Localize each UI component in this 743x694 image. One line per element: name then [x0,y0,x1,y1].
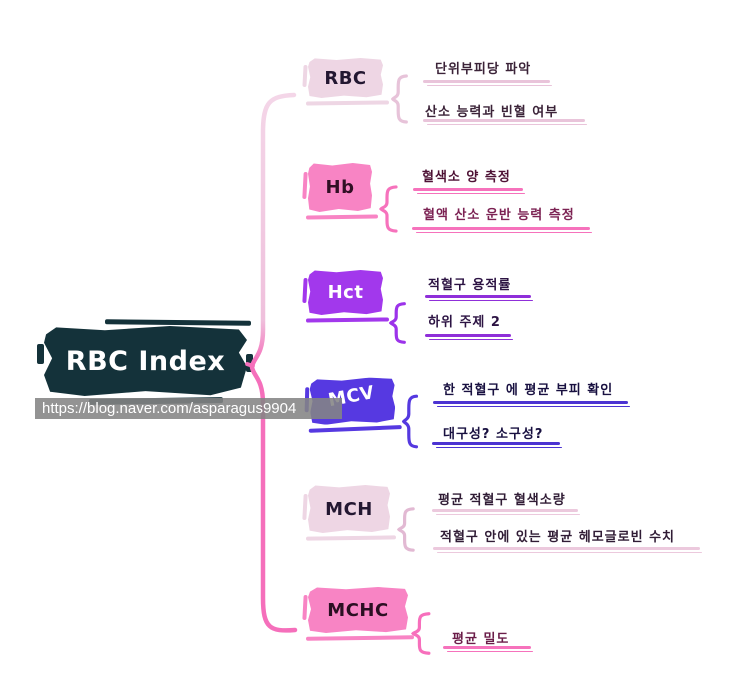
branch-label: MCH [325,498,373,520]
branch-mcv: MCV 한 적혈구 에 평균 부피 확인 대구성? 소구성? [304,375,743,483]
subtopic-text: 적혈구 안에 있는 평균 헤모글로빈 수치 [440,530,675,545]
branch-node-mchc: MCHC [302,587,415,641]
root-node-label: RBC Index [65,345,226,377]
branch-hct: Hct 적혈구 용적률 하위 주제 2 [302,268,743,376]
branch-label: Hct [327,282,364,303]
subtopic-underline [433,401,628,404]
brace-icon [397,507,416,552]
branch-node-hb: Hb [302,163,379,220]
subtopic-text: 적혈구 용적률 [428,278,512,293]
subtopic-underline [425,295,531,298]
subtopic-text: 혈액 산소 운반 능력 측정 [423,208,575,223]
brace-icon [402,394,419,449]
subtopic-underline [432,442,560,445]
marker-streak [104,319,252,326]
branch-node-hct: Hct [302,270,390,323]
subtopic-underline [432,509,578,512]
node-paint [308,485,390,533]
subtopic-underline [423,119,585,122]
watermark-bar: https://blog.naver.com/asparagus9904 [35,398,342,419]
marker-streak [308,425,402,433]
marker-streak [302,278,308,303]
brace-icon [389,302,407,344]
subtopic-text: 평균 밀도 [452,632,510,647]
main-brace-icon [248,90,300,638]
branch-node-mch: MCH [302,485,397,541]
brace-icon [379,185,399,233]
subtopic-underline [433,547,700,550]
marker-streak [302,171,308,199]
branch-mchc: MCHC 평균 밀도 [302,585,743,693]
subtopic-underline [413,188,523,191]
subtopic-text: 한 적혈구 에 평균 부피 확인 [443,383,614,398]
root-node-paint [44,326,247,396]
subtopic-text: 산소 능력과 빈혈 여부 [425,105,559,120]
brace-icon [391,74,409,124]
node-paint [308,58,383,98]
marker-streak [305,635,415,641]
branch-mch: MCH 평균 적혈구 혈색소량 적혈구 안에 있는 평균 헤모글로빈 수치 [302,483,743,591]
branch-label: Hb [325,177,355,198]
marker-streak [302,595,308,621]
branch-label: RBC [324,67,367,89]
subtopic-underline [443,646,531,649]
branch-hb: Hb 혈색소 양 측정 혈액 산소 운반 능력 측정 [302,160,743,268]
marker-streak [305,100,390,106]
watermark-url: https://blog.naver.com/asparagus9904 [42,400,297,417]
subtopic-underline [425,334,511,337]
subtopic-text: 단위부피당 파악 [435,62,532,77]
branch-label: MCHC [327,599,389,621]
branch-rbc: RBC 단위부피당 파악 산소 능력과 빈혈 여부 [302,52,743,160]
subtopic-text: 대구성? 소구성? [443,427,544,442]
node-paint [308,270,383,315]
node-paint [308,587,408,633]
root-node-rbc-index: RBC Index [37,319,253,405]
subtopic-text: 평균 적혈구 혈색소량 [438,493,566,508]
subtopic-text: 혈색소 양 측정 [422,170,511,185]
branch-node-rbc: RBC [302,58,390,106]
node-paint [308,163,372,212]
marker-streak [37,344,44,365]
brace-icon [411,612,432,655]
marker-streak [302,493,308,521]
subtopic-underline [423,80,550,83]
marker-streak [302,65,308,88]
marker-streak [305,317,390,323]
marker-streak [305,214,379,220]
subtopic-underline [412,227,590,230]
subtopic-text: 하위 주제 2 [428,315,501,330]
marker-streak [305,535,397,541]
